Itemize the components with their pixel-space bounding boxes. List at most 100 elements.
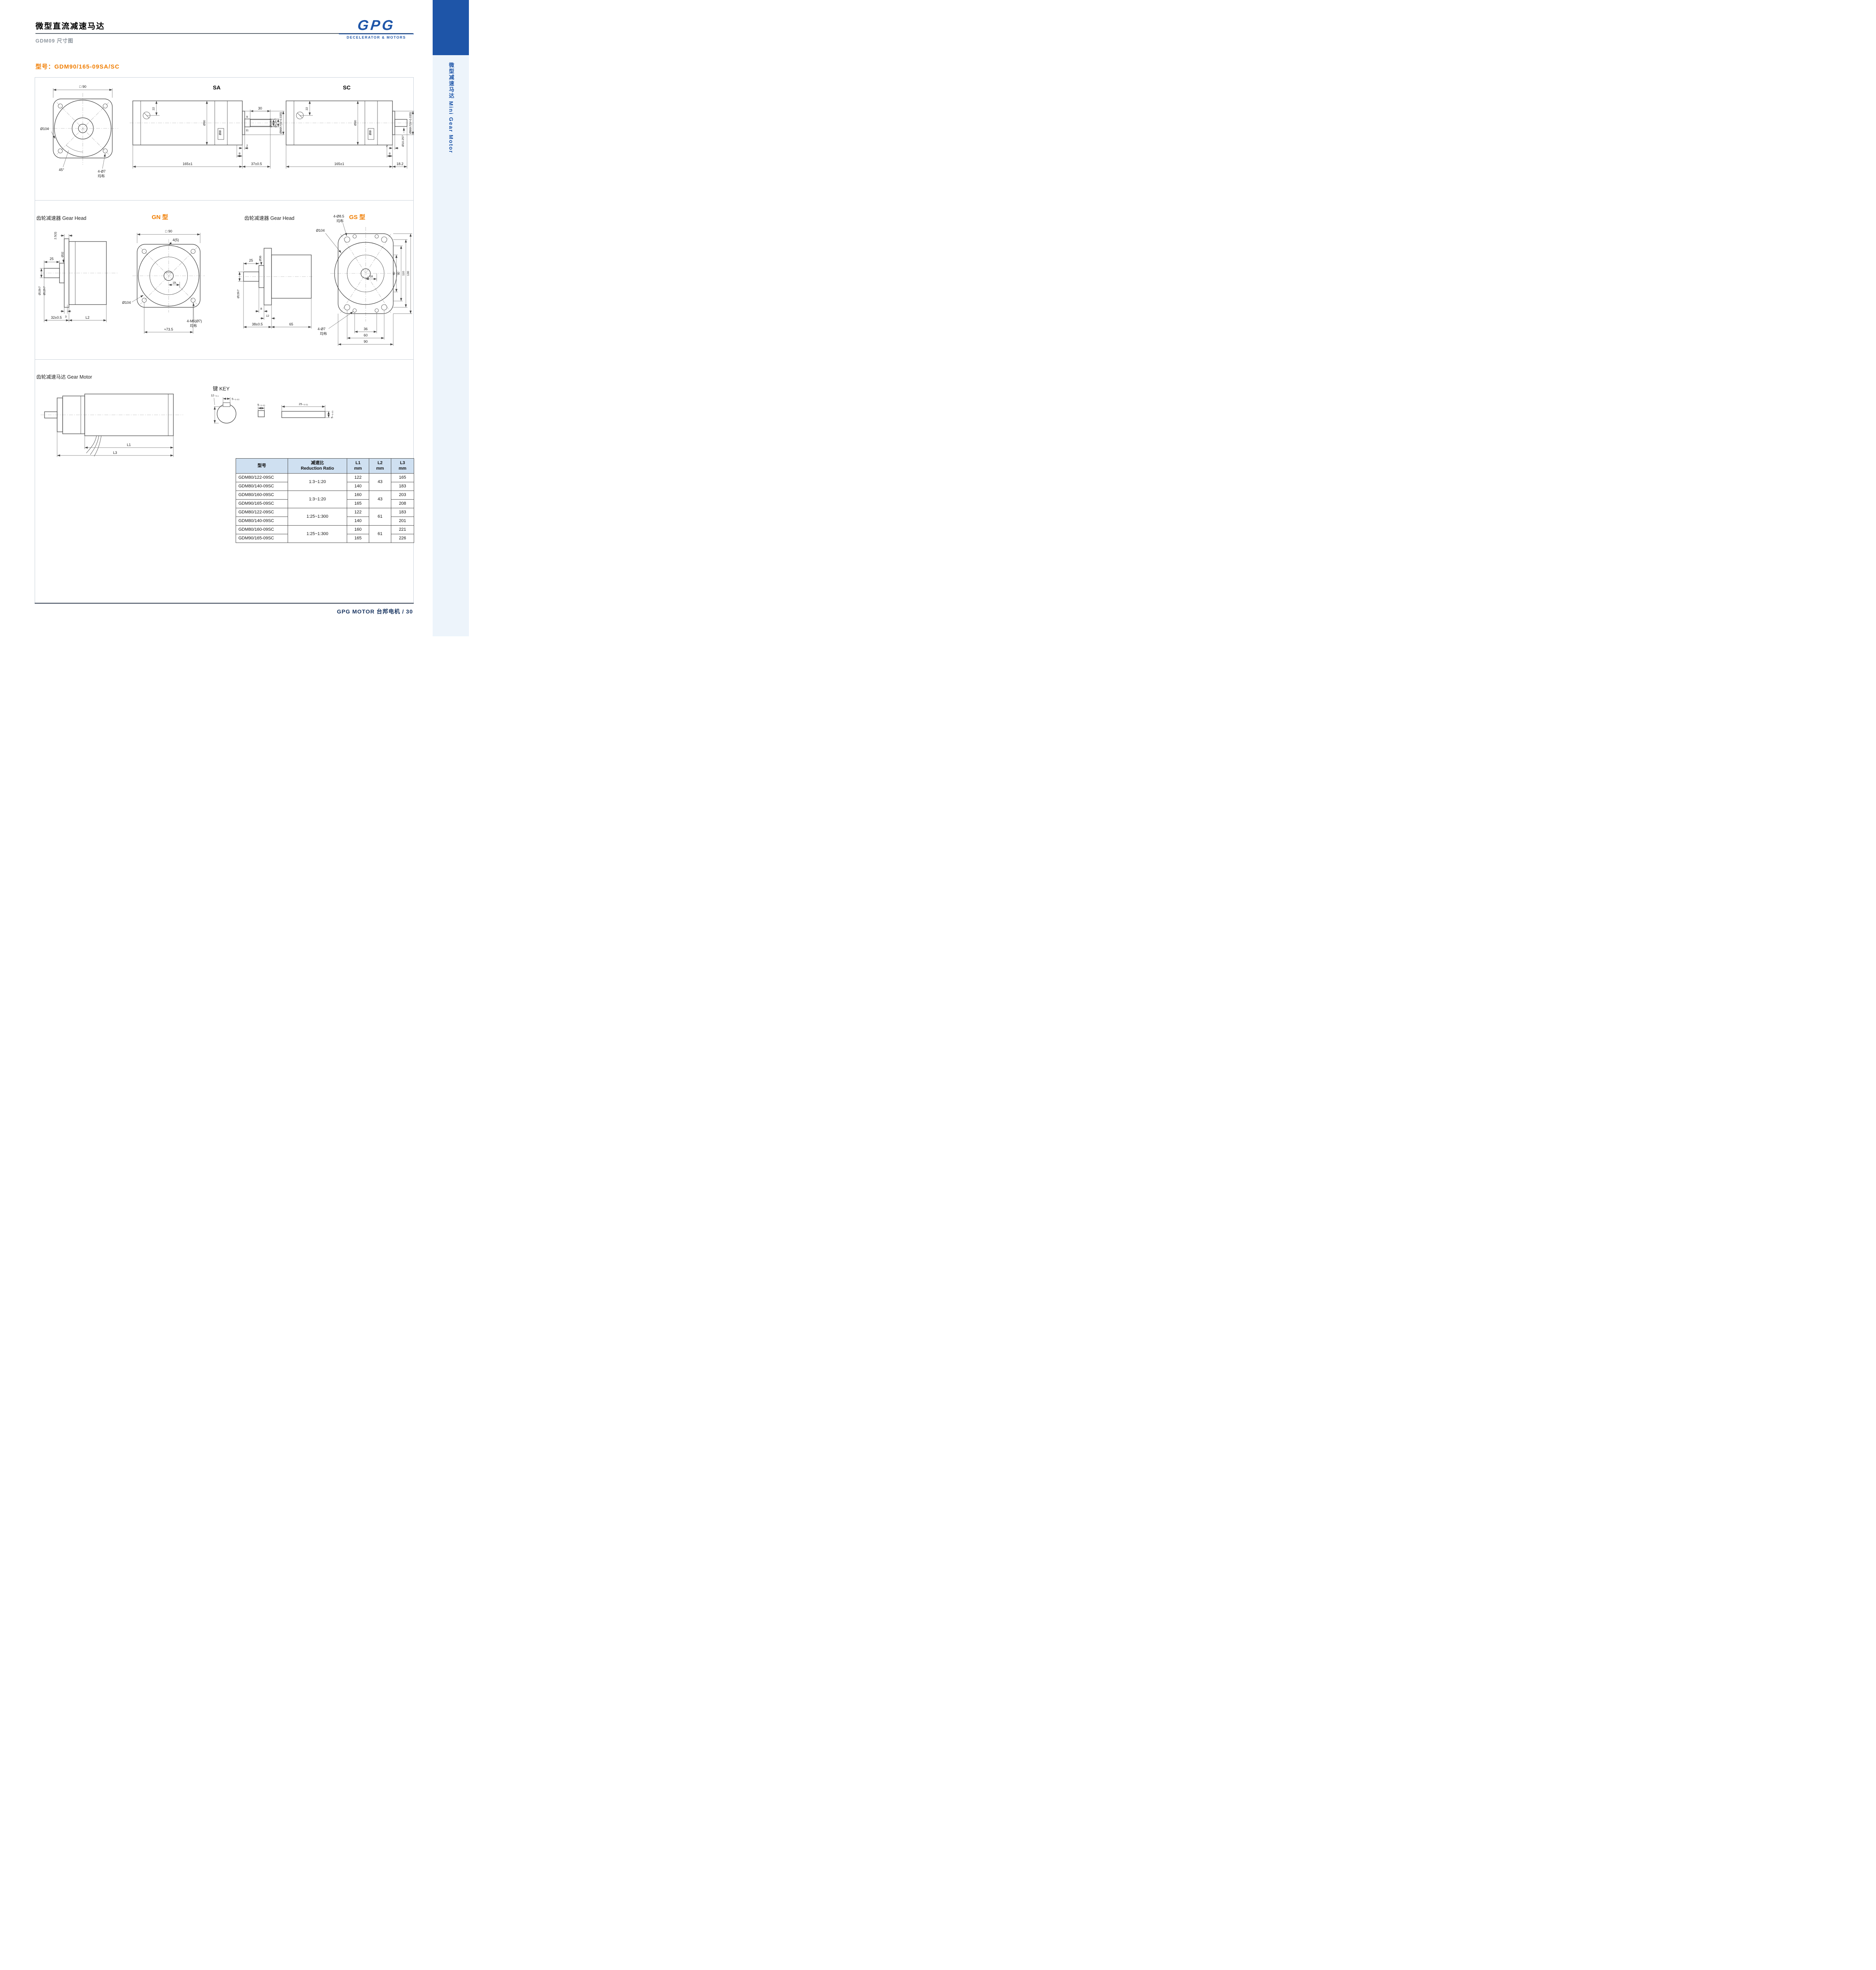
dim-label: Ø104 <box>122 301 131 305</box>
cell-l3: 203 <box>391 490 414 500</box>
sc-view-title: SC <box>343 84 351 91</box>
dim-label: Ø90 <box>203 120 206 126</box>
col-header-l1-unit: mm <box>354 466 362 471</box>
dim-label: 37±0.5 <box>251 162 262 166</box>
cell-l3: 221 <box>391 525 414 534</box>
dim-label: □ 90 <box>79 85 86 89</box>
table-row: GDM80/160-09SC 1:3~1:20 160 43 203 <box>236 490 414 508</box>
dim-label: 4-Ø7 <box>318 327 325 331</box>
gn-front-view-drawing: □ 90 4(5) 18 Ø104 4-M6(Ø7) 均布 ≈73.5 <box>122 229 205 334</box>
dim-label: 18 <box>173 281 176 284</box>
cell-l1: 160 <box>347 490 369 500</box>
cell-model: GDM80/160-09SC <box>236 490 288 500</box>
cell-l3: 183 <box>391 507 414 517</box>
dimension-lines <box>238 262 312 329</box>
dim-label: Ø86h7(0/-0.035) <box>409 112 412 134</box>
cell-l3: 183 <box>391 481 414 491</box>
gear-motor-drawing: L1 L3 <box>41 394 183 457</box>
cell-l3: 165 <box>391 473 414 482</box>
gearmotor-label: 齿轮减速马达 Gear Motor <box>36 374 92 380</box>
footer-text: GPG MOTOR 台邦电机 / 30 <box>337 608 413 615</box>
side-rail-label: 微型减速马达 Mini Gear Motor <box>448 62 454 154</box>
cell-l3: 201 <box>391 516 414 526</box>
col-header-ratio-en: Reduction Ratio <box>301 466 334 471</box>
dimension-lines <box>51 88 113 169</box>
datasheet-page: 微型直流减速马达 GDM09 尺寸图 GPG DECELERATOR & MOT… <box>0 0 469 636</box>
footer-rule <box>35 603 414 604</box>
col-header-l3-label: L3 <box>400 461 405 465</box>
front-view-outline <box>46 93 118 165</box>
cell-ratio: 1:25~1:300 <box>288 507 347 526</box>
cell-model: GDM80/122-09SC <box>236 507 288 517</box>
dim-label: 5₋₀.₀₃ <box>232 397 240 401</box>
gearhead-gn-label: 齿轮减速器 Gear Head <box>36 216 87 221</box>
dim-label: 22 <box>305 107 309 110</box>
dim-label: Ø32 <box>61 252 64 257</box>
dim-label: 5₋₀.₀₃ <box>330 411 334 418</box>
cell-l1: 140 <box>347 481 369 491</box>
col-header-l3-unit: mm <box>398 466 407 471</box>
cell-l1: 160 <box>347 525 369 534</box>
gearhead-gs-label: 齿轮减速器 Gear Head <box>244 216 295 221</box>
col-header-l1-label: L1 <box>355 461 361 465</box>
col-header-ratio-cn: 减速比 <box>311 461 324 465</box>
dim-label: Ø36 <box>258 256 262 261</box>
gn-type-title: GN 型 <box>152 214 168 221</box>
dim-label: Ø86h7(0/-0.035) <box>279 112 283 134</box>
dim-label: 均布 <box>320 331 327 336</box>
dim-label: 8 <box>239 152 240 155</box>
dimension-table: 型号 减速比 Reduction Ratio L1 mm L2 mm L3 mm <box>236 458 414 543</box>
dim-label: 8 <box>389 152 390 155</box>
brand-logo: GPG DECELERATOR & MOTORS <box>339 17 414 39</box>
cell-model: GDM90/165-09SC <box>236 533 288 543</box>
cell-l2: 43 <box>369 490 391 508</box>
dim-label: L3 <box>113 451 117 455</box>
gn-side-outline <box>41 238 118 308</box>
dim-label: 25 <box>249 258 253 262</box>
logo-text: GPG <box>357 17 396 33</box>
dim-label: 18.2 <box>396 162 403 166</box>
dim-label: Ø104 <box>40 127 49 131</box>
key-drawing: 12₋₀.₁ 5₋₀.₀₃ 5₋₀.₀₃ 25₋₀.₅₂ 5₋₀.₀₃ <box>211 394 334 424</box>
section-divider <box>35 359 414 360</box>
gs-side-outline <box>238 248 312 305</box>
col-header-l2-unit: mm <box>376 466 384 471</box>
side-rail <box>433 55 469 636</box>
dim-label: L1 <box>127 443 131 447</box>
gs-side-view-drawing: 25 Ø36 Ø15h7 8 12 38±0.5 65 <box>236 248 312 329</box>
dim-label: Ø12h7 <box>274 119 277 128</box>
table-row: GDM90/165-09SC 165 208 <box>236 499 414 508</box>
dim-label: 130 <box>406 271 410 276</box>
dim-label: 90 <box>364 340 368 344</box>
cell-model: GDM90/165-09SC <box>236 499 288 508</box>
cell-l2: 61 <box>369 525 391 543</box>
dim-label: 2 <box>386 144 388 148</box>
cell-model: GDM80/122-09SC <box>236 473 288 482</box>
table-row: GDM80/160-09SC 1:25~1:300 160 61 221 <box>236 525 414 543</box>
cell-model: GDM80/140-09SC <box>236 516 288 526</box>
corner-block <box>433 0 469 55</box>
dim-label: 4(5) <box>173 238 179 242</box>
dim-label: 65 <box>289 322 293 326</box>
dim-label: 36 <box>364 327 368 331</box>
col-header-l3: L3 mm <box>391 458 414 474</box>
dim-label: 5₋₀.₀₃ <box>257 403 265 407</box>
gn-side-view-drawing: 25 2.5(3) Ø32 Ø15h7 Ø12h7 3 32±0.5 L2 <box>38 232 118 322</box>
table-row: GDM80/140-09SC 140 183 <box>236 481 414 491</box>
dim-label: 90 <box>397 272 400 275</box>
page-subtitle: GDM09 尺寸图 <box>35 38 74 44</box>
dim-label: 25 <box>50 257 54 261</box>
dim-label: 12₋₀.₁ <box>211 394 219 397</box>
dim-label: 均布 <box>98 174 105 178</box>
dim-label: □ 90 <box>165 229 172 233</box>
model-title: 型号：GDM90/165-09SA/SC <box>35 63 120 70</box>
dim-label: 165±1 <box>183 162 193 166</box>
dim-label: Ø10.257 <box>401 136 405 147</box>
sa-side-view-drawing: 22 30 9 11 Ø90 Ø10h7 Ø12h7 Ø86h7(0/-0.03… <box>130 100 284 169</box>
dim-label: 11 <box>245 128 249 132</box>
dim-label: 9 <box>246 115 248 119</box>
dimension-lines <box>325 223 412 346</box>
dim-label: Ø12h7 <box>43 286 46 296</box>
sc-side-view-drawing: 22 Ø90 Ø86h7(0/-0.035) Ø10.257 2 8 165±1… <box>284 100 414 169</box>
dim-label: 均布 <box>337 219 344 223</box>
